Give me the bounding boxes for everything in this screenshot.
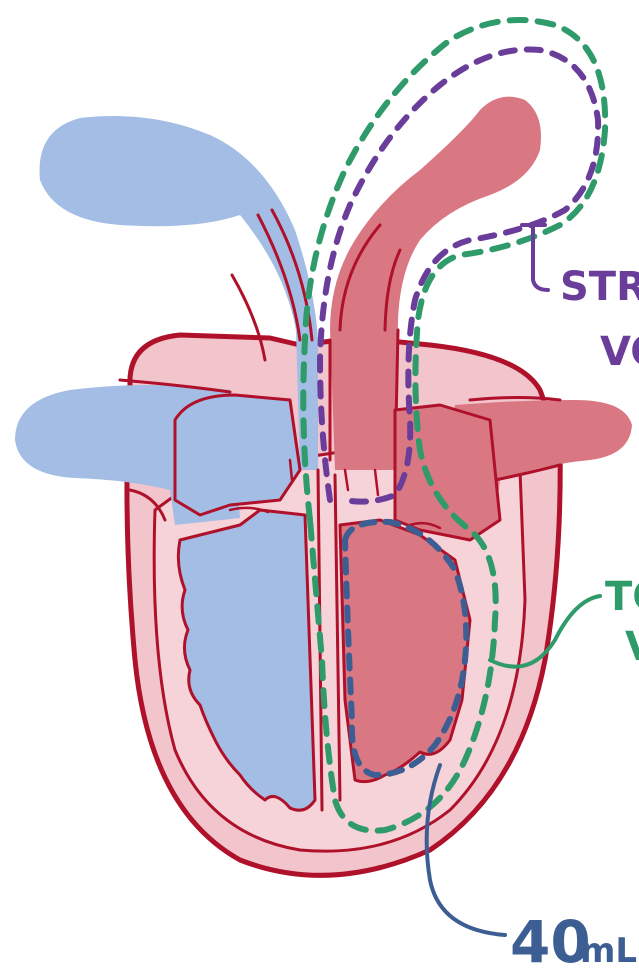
stroke-volume-label-line2: VO	[600, 329, 639, 375]
stroke-volume-label-line1: STRO	[560, 264, 639, 310]
total-volume-label-line1: TO	[605, 574, 639, 620]
residual-volume-unit: mL	[580, 931, 637, 969]
residual-volume-value: 40	[510, 908, 591, 969]
total-volume-label-line2: V	[625, 624, 639, 670]
right-atrium	[175, 395, 300, 515]
